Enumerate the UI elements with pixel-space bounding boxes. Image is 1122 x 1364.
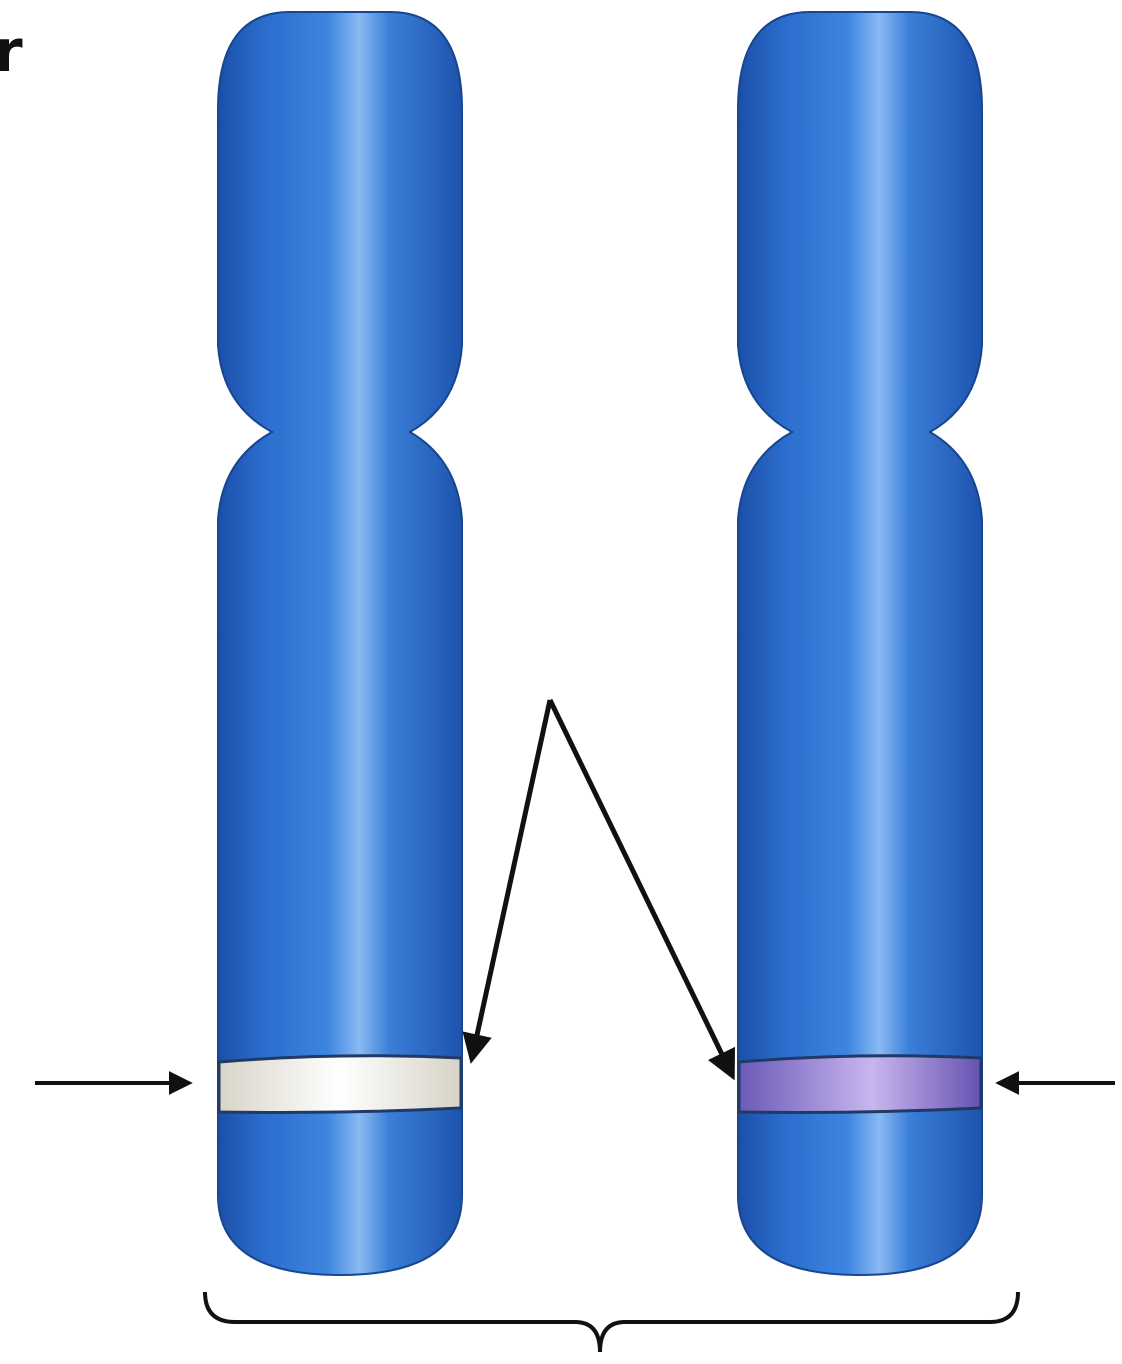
pointer-arrows	[472, 700, 732, 1075]
right-band	[739, 1056, 981, 1113]
bottom-brace	[205, 1292, 1018, 1352]
left-band	[219, 1056, 461, 1113]
